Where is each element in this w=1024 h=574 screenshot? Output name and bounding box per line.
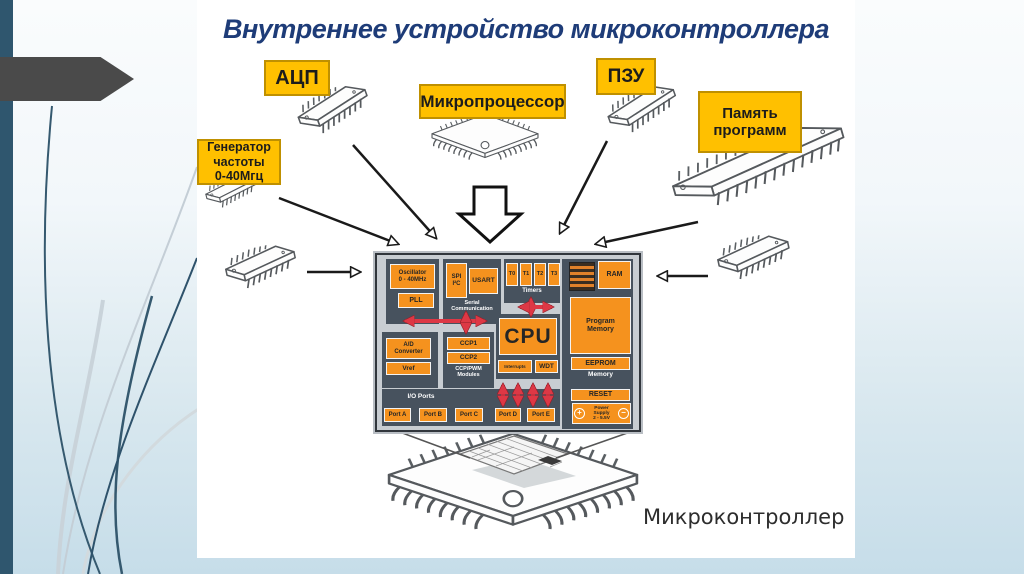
block-usart: USART <box>469 268 498 294</box>
sidebar-accent-bar <box>0 0 13 574</box>
block-reset: RESET <box>571 389 630 401</box>
callout-rom: ПЗУ <box>596 58 656 95</box>
block-oscillator: Oscillator 0 - 40MHz <box>390 264 435 289</box>
block-program-memory: Program Memory <box>570 297 631 354</box>
block-wdt: WDT <box>535 360 558 373</box>
callout-adc: АЦП <box>264 60 330 96</box>
block-interrupts: Interrupts <box>498 360 532 373</box>
minus-terminal-icon: − <box>618 408 629 419</box>
memory-banks-icon <box>569 262 595 291</box>
block-port-e: Port E <box>527 408 555 422</box>
callout-freq-generator: Генератор частоты 0-40Мгц <box>197 139 281 185</box>
block-ram: RAM <box>598 261 631 289</box>
block-pll: PLL <box>398 293 434 308</box>
silicon-die-icon <box>458 435 576 488</box>
callout-program-memory: Память программ <box>698 91 802 153</box>
mcu-block-diagram: Oscillator 0 - 40MHz PLL SPI I²C USART S… <box>373 251 643 434</box>
callout-microprocessor: Микропроцессор <box>419 84 566 119</box>
block-port-d: Port D <box>495 408 521 422</box>
callout-freq-generator-label: Генератор частоты 0-40Мгц <box>207 140 271 184</box>
block-t0: T0 <box>506 263 518 286</box>
page-title: Внутреннее устройство микроконтроллера <box>222 14 830 44</box>
power-supply-label: Power Supply 2 - 5.5V <box>593 405 610 422</box>
block-port-c: Port C <box>455 408 483 422</box>
block-port-b: Port B <box>419 408 447 422</box>
block-ccp2: CCP2 <box>447 352 490 364</box>
block-port-a: Port A <box>384 408 411 422</box>
serial-comm-label: Serial Communication <box>451 300 493 313</box>
io-ports-label: I/O Ports <box>407 393 435 400</box>
block-vref: Vref <box>386 362 431 375</box>
block-power-supply: + Power Supply 2 - 5.5V − <box>572 403 631 424</box>
slide-arrow-decoration <box>0 57 134 101</box>
block-ccp1: CCP1 <box>447 337 490 350</box>
mcu-caption: Микроконтроллер <box>643 505 845 529</box>
block-eeprom: EEPROM <box>571 357 630 370</box>
plus-terminal-icon: + <box>574 408 585 419</box>
callout-program-memory-label: Память программ <box>713 104 787 139</box>
block-t1: T1 <box>520 263 532 286</box>
memory-label: Memory <box>588 371 613 378</box>
block-spi-i2c: SPI I²C <box>446 263 467 298</box>
block-t2: T2 <box>534 263 546 286</box>
callout-rom-label: ПЗУ <box>607 65 645 87</box>
block-cpu: CPU <box>499 318 557 355</box>
callout-microprocessor-label: Микропроцессор <box>420 91 565 111</box>
callout-adc-label: АЦП <box>275 66 319 89</box>
background-curves <box>43 105 201 574</box>
timers-label: Timers <box>522 288 542 294</box>
block-ad-converter: A/D Converter <box>386 338 431 359</box>
block-t3: T3 <box>548 263 560 286</box>
ccp-modules-label: CCP/PWM Modules <box>455 366 482 379</box>
microprocessor-chip-icon <box>423 110 547 172</box>
